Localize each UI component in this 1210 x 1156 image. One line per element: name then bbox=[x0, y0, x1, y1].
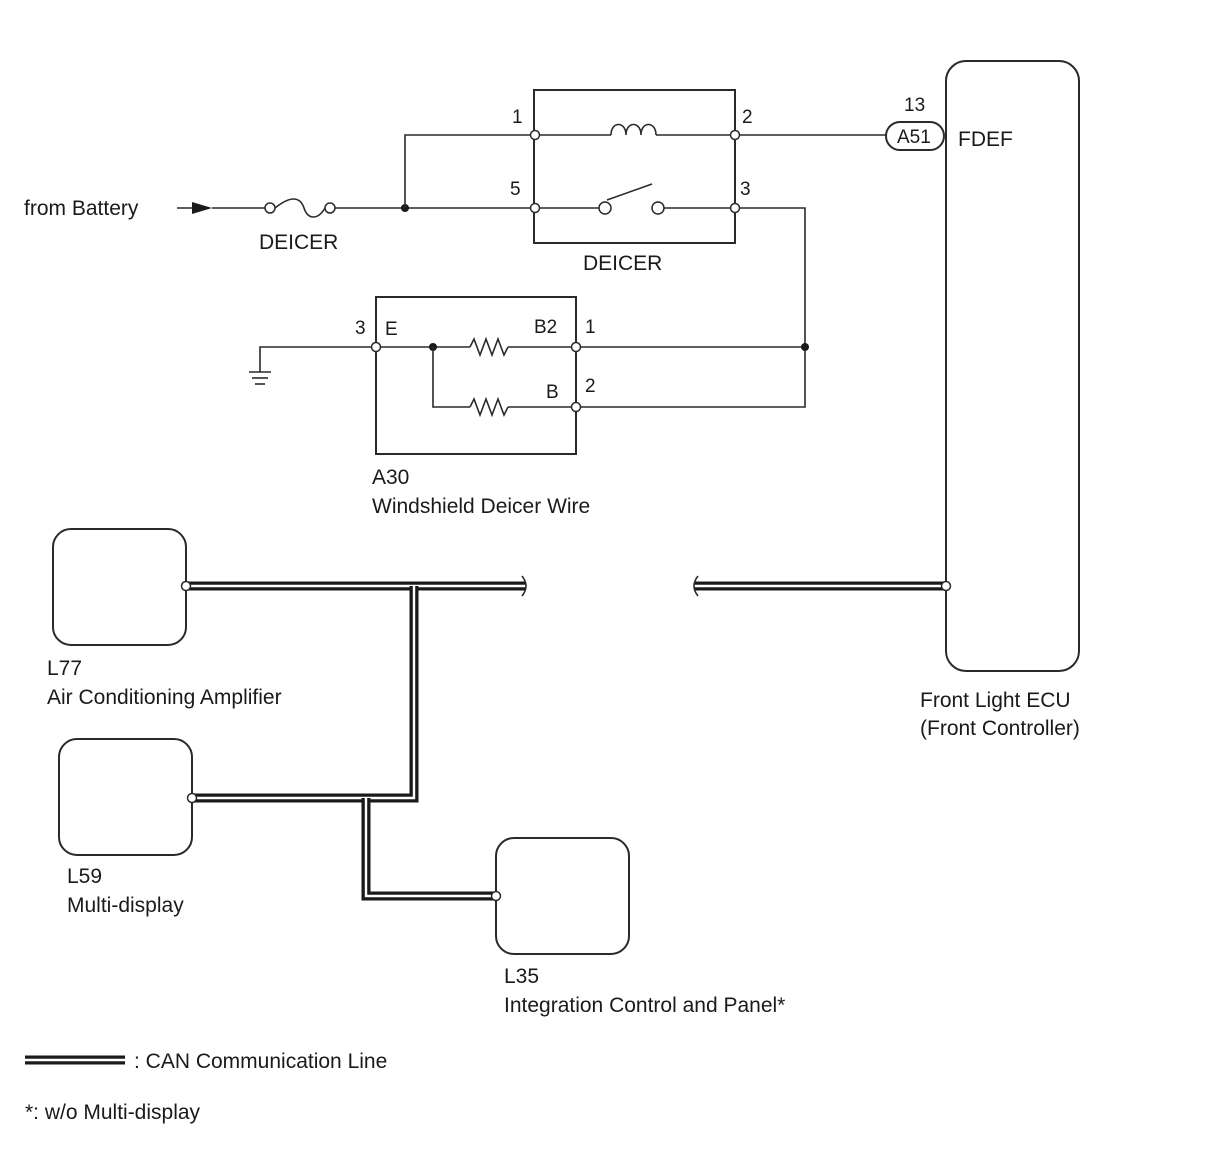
fuse-to-relay-wiring bbox=[335, 134, 530, 212]
relay-pin-3-label: 3 bbox=[740, 179, 751, 200]
heater-element-wire bbox=[432, 347, 470, 408]
can-bus-lines bbox=[188, 575, 952, 901]
can-line bbox=[193, 586, 416, 800]
integration-panel-name: Integration Control and Panel* bbox=[504, 994, 785, 1017]
can-break-mark bbox=[521, 575, 527, 597]
relay-box bbox=[533, 89, 736, 244]
splice-point bbox=[801, 343, 809, 351]
fuse-terminal bbox=[324, 202, 336, 214]
terminal-e-label: E bbox=[385, 319, 398, 340]
front-ecu-name-line1: Front Light ECU bbox=[920, 689, 1071, 712]
battery-feed: from Battery bbox=[24, 197, 265, 220]
deicer-pin-3-terminal bbox=[370, 341, 382, 353]
switch-contact bbox=[598, 201, 612, 215]
ground-wire bbox=[259, 346, 371, 372]
relay-pin-2-label: 2 bbox=[742, 107, 753, 128]
ac-amp-can-terminal bbox=[180, 580, 192, 592]
deicer-fuse: DEICER bbox=[259, 198, 338, 254]
front-ecu-can-terminal bbox=[940, 580, 952, 592]
deicer-pin-2-label: 2 bbox=[585, 376, 596, 397]
integration-panel-box bbox=[495, 837, 630, 955]
relay-pin-5-label: 5 bbox=[510, 179, 521, 200]
deicer-pin-2-terminal bbox=[570, 401, 582, 413]
connector-a51-badge bbox=[885, 121, 945, 151]
fuse-terminal bbox=[264, 202, 276, 214]
deicer-wire-box bbox=[375, 296, 577, 455]
switch-arm-icon bbox=[606, 183, 653, 201]
coil-icon bbox=[610, 123, 657, 136]
can-legend-label: : CAN Communication Line bbox=[134, 1050, 387, 1073]
can-line bbox=[364, 798, 495, 898]
multi-display-box bbox=[58, 738, 193, 856]
resistor-icon bbox=[469, 336, 509, 358]
multi-display: L59 Multi-display bbox=[58, 738, 198, 917]
relay-to-ecu-wiring: A51 13 bbox=[578, 95, 945, 408]
deicer-wire-name: Windshield Deicer Wire bbox=[372, 495, 590, 518]
connector-pin-13-label: 13 bbox=[904, 95, 925, 116]
integration-panel-can-terminal bbox=[490, 890, 502, 902]
fdef-terminal-label: FDEF bbox=[958, 128, 1013, 151]
legend: : CAN Communication Line *: w/o Multi-di… bbox=[25, 1050, 387, 1124]
deicer-pin-1-terminal bbox=[570, 341, 582, 353]
ground bbox=[249, 346, 371, 385]
switch-contact bbox=[651, 201, 665, 215]
deicer-wire-code: A30 bbox=[372, 466, 409, 489]
footnote: *: w/o Multi-display bbox=[25, 1101, 201, 1124]
front-light-ecu: FDEF Front Light ECU (Front Controller) bbox=[920, 60, 1080, 740]
can-break-mark bbox=[693, 575, 699, 597]
battery-arrow-icon bbox=[192, 202, 212, 214]
relay-pin-5-terminal bbox=[529, 202, 541, 214]
resistor-icon bbox=[469, 396, 509, 418]
relay-pin-1-terminal bbox=[529, 129, 541, 141]
multi-display-can-terminal bbox=[186, 792, 198, 804]
integration-control-panel: L35 Integration Control and Panel* bbox=[490, 837, 785, 1017]
air-conditioning-amplifier: L77 Air Conditioning Amplifier bbox=[47, 528, 282, 709]
fuse-label: DEICER bbox=[259, 231, 338, 254]
front-light-ecu-box bbox=[945, 60, 1080, 672]
windshield-deicer-wire: E B2 B 3 1 2 A30 Windshield Deicer Wire bbox=[355, 296, 596, 518]
relay-pin3-output-wire bbox=[578, 207, 806, 408]
ac-amp-code: L77 bbox=[47, 657, 82, 680]
relay-pin1-wire bbox=[404, 134, 530, 208]
terminal-b2-label: B2 bbox=[534, 317, 557, 338]
front-ecu-name-line2: (Front Controller) bbox=[920, 717, 1080, 740]
relay-pin-1-label: 1 bbox=[512, 107, 523, 128]
terminal-b-label: B bbox=[546, 382, 559, 403]
can-line bbox=[361, 798, 495, 901]
ac-amp-name: Air Conditioning Amplifier bbox=[47, 686, 282, 709]
ac-amp-box bbox=[52, 528, 187, 646]
deicer-pin-1-label: 1 bbox=[585, 317, 596, 338]
multi-display-code: L59 bbox=[67, 865, 102, 888]
connector-a51-label: A51 bbox=[897, 127, 931, 148]
integration-panel-code: L35 bbox=[504, 965, 539, 988]
relay-pin-3-terminal bbox=[729, 202, 741, 214]
battery-label: from Battery bbox=[24, 197, 139, 220]
multi-display-name: Multi-display bbox=[67, 894, 184, 917]
deicer-pin-3-label: 3 bbox=[355, 318, 366, 339]
fuse-icon bbox=[274, 198, 326, 218]
relay-pin-2-terminal bbox=[729, 129, 741, 141]
relay-label: DEICER bbox=[583, 252, 662, 275]
deicer-relay: 1 5 2 3 DEICER bbox=[510, 89, 753, 275]
